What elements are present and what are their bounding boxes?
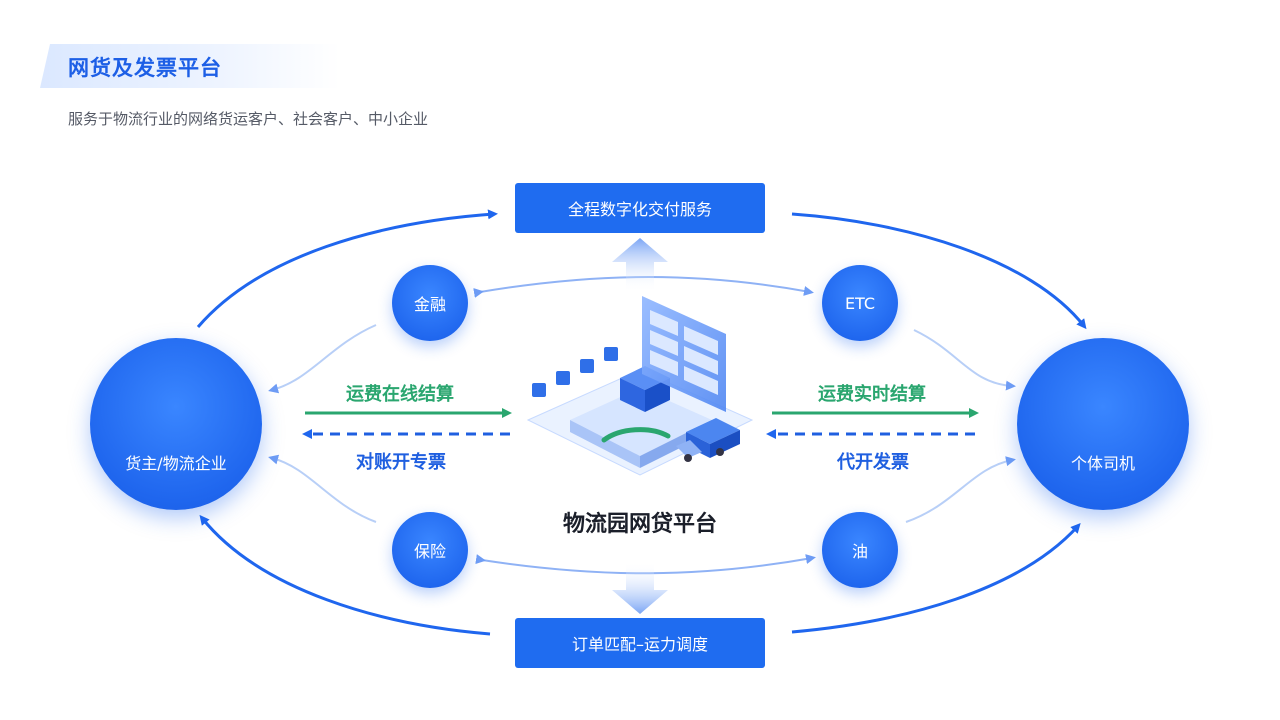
right-node-label: 个体司机 xyxy=(1070,454,1135,473)
flow-left-top-label: 运费在线结算 xyxy=(346,384,454,405)
link-jinrong-left xyxy=(268,324,377,394)
link-etc-right xyxy=(913,329,1016,391)
left-node: 货主/物流企业 xyxy=(90,338,262,510)
flow-right-top-label: 运费实时结算 xyxy=(818,384,926,405)
right-node: 个体司机 xyxy=(1017,338,1189,510)
node-insurance: 保险 xyxy=(392,512,468,588)
node-finance: 金融 xyxy=(392,265,468,341)
title-band xyxy=(40,44,340,88)
node-etc: ETC xyxy=(822,265,898,341)
flow-right-bottom-label: 代开发票 xyxy=(837,452,909,473)
arc-bottom-right xyxy=(791,523,1081,634)
arc-bottom-left xyxy=(199,514,491,636)
center-label: 物流园网贷平台 xyxy=(562,512,717,537)
arc-top-right xyxy=(791,212,1087,330)
node-oil: 油 xyxy=(822,512,898,588)
up-arrow-icon xyxy=(612,238,668,292)
platform-illustration-icon xyxy=(526,296,754,476)
page-title: 网货及发票平台 xyxy=(68,56,222,80)
top-box: 全程数字化交付服务 xyxy=(515,183,765,233)
left-node-label: 货主/物流企业 xyxy=(125,454,227,473)
down-arrow-icon xyxy=(612,562,668,614)
flow-left-bottom-label: 对账开专票 xyxy=(356,452,446,473)
bottom-box: 订单匹配–运力调度 xyxy=(515,618,765,668)
link-you-right xyxy=(905,456,1016,523)
link-baoxian-left xyxy=(268,454,377,523)
arc-top-left xyxy=(196,209,498,328)
page-subtitle: 服务于物流行业的网络货运客户、社会客户、中小企业 xyxy=(68,110,429,128)
